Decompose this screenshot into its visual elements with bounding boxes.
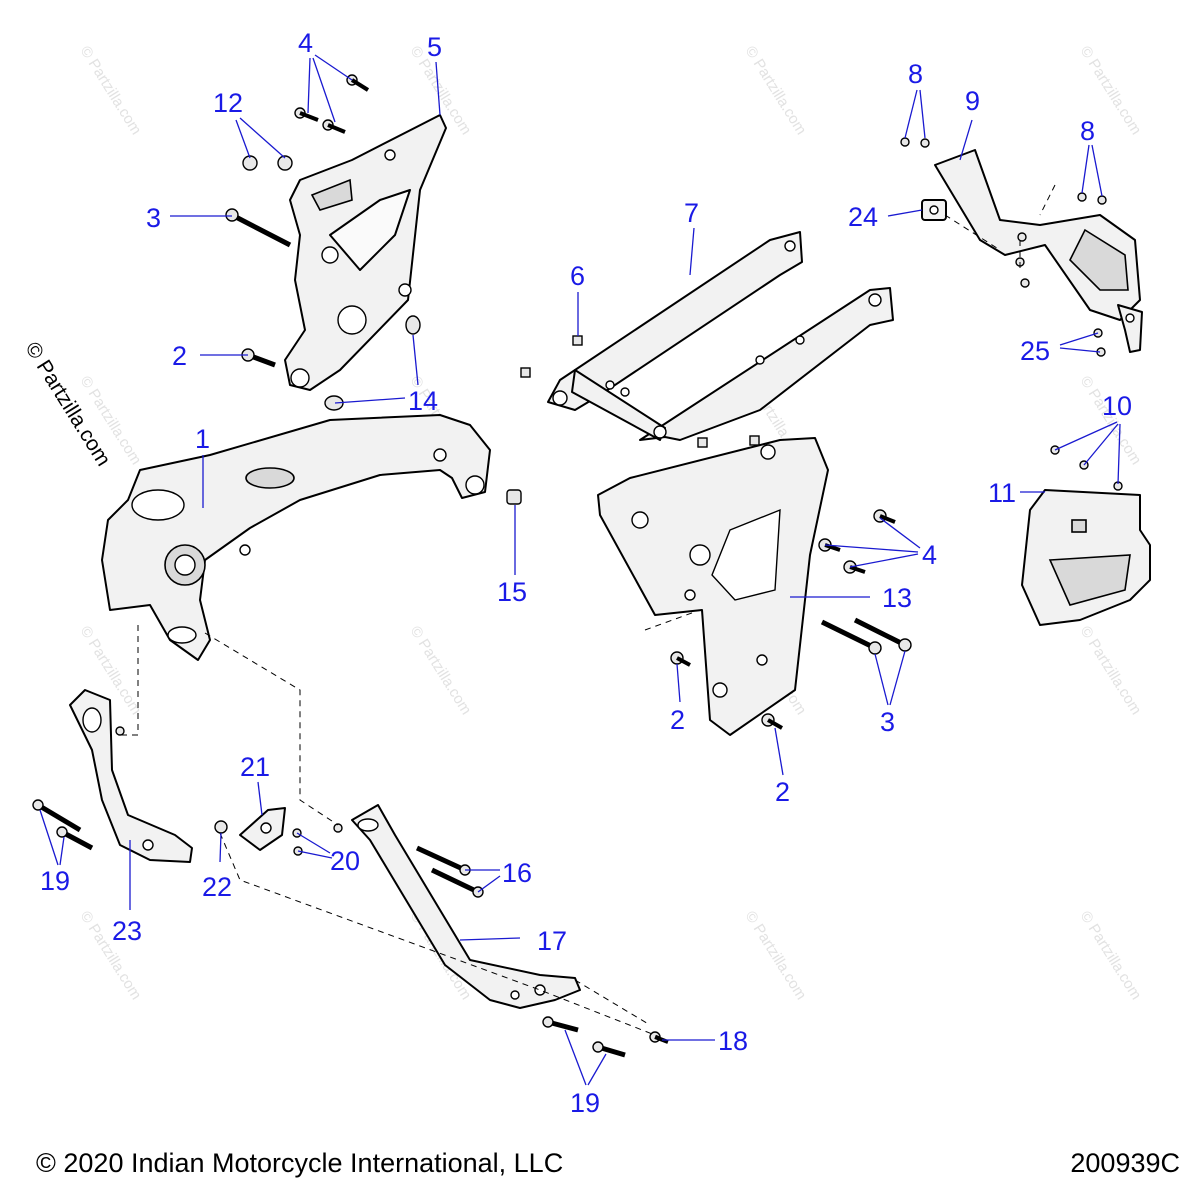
callout-22[interactable]: 22 xyxy=(202,872,232,902)
assembly-lines xyxy=(118,184,1056,1038)
callout-19-bottom[interactable]: 19 xyxy=(570,1088,600,1118)
part-17-lower-rail[interactable] xyxy=(351,804,581,1009)
watermark-text: © Partzilla.com xyxy=(742,908,810,1003)
callout-19-left[interactable]: 19 xyxy=(40,866,70,896)
callout-4-top[interactable]: 4 xyxy=(298,28,313,58)
part-5-upper-plate[interactable] xyxy=(284,114,447,391)
part-4-bolts-top[interactable] xyxy=(294,74,370,134)
part-23-front-rail[interactable] xyxy=(69,689,193,863)
part-9-rear-bracket[interactable] xyxy=(934,149,1143,353)
callout-4-right[interactable]: 4 xyxy=(922,540,937,570)
callout-11[interactable]: 11 xyxy=(988,478,1016,508)
part-4-bolts-right[interactable] xyxy=(818,509,896,574)
callout-8-left[interactable]: 8 xyxy=(908,59,923,89)
callout-2-bottom[interactable]: 2 xyxy=(775,777,790,807)
part-15-spacer[interactable] xyxy=(506,489,522,505)
callout-24[interactable]: 24 xyxy=(848,202,878,232)
callout-9[interactable]: 9 xyxy=(965,86,980,116)
callout-20[interactable]: 20 xyxy=(330,846,360,876)
watermark-text: © Partzilla.com xyxy=(742,43,810,138)
part-12-nuts[interactable] xyxy=(242,155,293,171)
callout-8-right[interactable]: 8 xyxy=(1080,116,1095,146)
callout-3-right[interactable]: 3 xyxy=(880,707,895,737)
part-11-lower-cover[interactable] xyxy=(1021,489,1151,626)
leader-lines xyxy=(39,54,1121,1086)
callout-13[interactable]: 13 xyxy=(882,583,912,613)
drawing-number: 200939C xyxy=(1070,1148,1180,1178)
watermark-text: © Partzilla.com xyxy=(1077,908,1145,1003)
part-19-bolts-left[interactable] xyxy=(32,799,94,851)
part-13-rear-plate[interactable] xyxy=(597,437,829,736)
callout-17[interactable]: 17 xyxy=(537,926,567,956)
callout-labels: 1 2 3 4 5 6 7 8 9 8 24 25 10 11 12 14 15… xyxy=(40,28,1132,1118)
part-22-nut[interactable] xyxy=(214,820,228,834)
callout-5[interactable]: 5 xyxy=(427,32,442,62)
part-10-bolts[interactable] xyxy=(1050,445,1123,491)
part-7-rear-subframe[interactable] xyxy=(547,231,894,441)
part-2-bolt-left[interactable] xyxy=(241,348,276,368)
callout-18[interactable]: 18 xyxy=(718,1026,748,1056)
part-19-bolts-bottom[interactable] xyxy=(542,1016,626,1058)
callout-6[interactable]: 6 xyxy=(570,261,585,291)
watermark-text: © Partzilla.com xyxy=(407,623,475,718)
callout-15[interactable]: 15 xyxy=(497,577,527,607)
part-14-washers[interactable] xyxy=(324,315,421,411)
watermark-text: © Partzilla.com xyxy=(1077,623,1145,718)
callout-7[interactable]: 7 xyxy=(684,198,699,228)
callout-25[interactable]: 25 xyxy=(1020,336,1050,366)
callout-16[interactable]: 16 xyxy=(502,858,532,888)
part-3-bolts-right[interactable] xyxy=(820,617,912,655)
callout-1[interactable]: 1 xyxy=(195,424,210,454)
callout-14[interactable]: 14 xyxy=(408,386,438,416)
callout-12[interactable]: 12 xyxy=(213,88,243,118)
callout-21[interactable]: 21 xyxy=(240,752,270,782)
part-17-fastener xyxy=(333,823,343,833)
watermark-text: © Partzilla.com xyxy=(77,43,145,138)
callout-10[interactable]: 10 xyxy=(1102,391,1132,421)
part-24-mount[interactable] xyxy=(921,199,947,221)
part-3-bolt-upper[interactable] xyxy=(225,208,292,248)
callout-2-mid[interactable]: 2 xyxy=(670,705,685,735)
part-23-fastener xyxy=(115,726,125,736)
callout-23[interactable]: 23 xyxy=(112,916,142,946)
footer-copyright: © 2020 Indian Motorcycle International, … xyxy=(36,1148,564,1178)
callout-3-upper[interactable]: 3 xyxy=(146,203,161,233)
part-21-bracket[interactable] xyxy=(239,807,286,851)
callout-2-left[interactable]: 2 xyxy=(172,341,187,371)
part-1-main-frame[interactable] xyxy=(101,414,491,661)
part-2-bolts-right[interactable] xyxy=(670,651,783,730)
